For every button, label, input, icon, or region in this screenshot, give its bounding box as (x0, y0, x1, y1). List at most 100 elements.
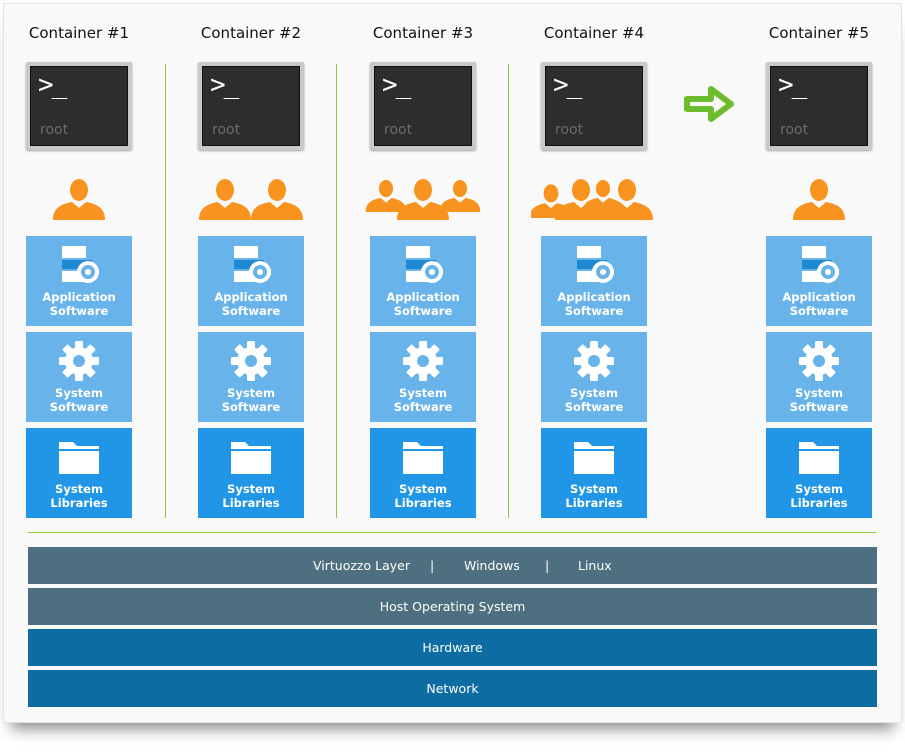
user-icon (397, 179, 449, 220)
tile-label-2: Software (564, 400, 624, 414)
container-title: Container #5 (768, 24, 870, 42)
tile-label-1: System (570, 386, 618, 400)
terminal-root-label: root (384, 122, 413, 138)
terminal-root-label: root (555, 122, 584, 138)
user-icon (365, 180, 407, 212)
users-icon (53, 179, 105, 220)
tile-label-2: Libraries (50, 496, 108, 510)
user-icon (251, 179, 303, 220)
folder-icon (403, 442, 443, 474)
tile-label-1: System (227, 386, 275, 400)
tile-label-2: Libraries (790, 496, 848, 510)
container-title: Container #2 (200, 24, 302, 42)
software-disc-icon (62, 246, 99, 283)
gear-icon (799, 341, 839, 381)
terminal-icon: >_ root (198, 62, 304, 150)
tile-label-1: System (399, 386, 447, 400)
user-icon (53, 179, 105, 220)
terminal-prompt: >_ (382, 70, 411, 100)
tile-label-2: Software (221, 400, 281, 414)
tile-label-2: Software (789, 304, 849, 318)
tile-label-2: Libraries (222, 496, 280, 510)
user-icon (601, 179, 653, 220)
gear-icon (59, 341, 99, 381)
column-divider (165, 64, 166, 518)
tile-label-1: Application (782, 290, 856, 304)
tile-label-2: Software (49, 400, 109, 414)
tile-label-1: Application (42, 290, 116, 304)
software-disc-icon (577, 246, 614, 283)
layer-divider (28, 532, 876, 533)
terminal-icon: >_ root (370, 62, 476, 150)
tile-label-1: Application (214, 290, 288, 304)
terminal-prompt: >_ (778, 70, 807, 100)
virtuozzo-layer-bar: Virtuozzo Layer | Windows | Linux (28, 547, 877, 584)
users-icon (531, 179, 653, 220)
user-icon (793, 179, 845, 220)
user-icon (439, 180, 481, 212)
terminal-root-label: root (212, 122, 241, 138)
software-disc-icon (406, 246, 443, 283)
tile-label-2: Libraries (565, 496, 623, 510)
tile-label-2: Software (393, 400, 453, 414)
users-icon (365, 179, 481, 220)
virtuozzo-layer-label: Virtuozzo Layer (313, 558, 410, 573)
tile-label-2: Software (221, 304, 281, 318)
tile-label-1: System (55, 386, 103, 400)
terminal-icon: >_ root (26, 62, 132, 150)
network-bar: Network (28, 670, 877, 707)
users-icon (199, 179, 303, 220)
tile-label-2: Libraries (394, 496, 452, 510)
tile-label-2: Software (393, 304, 453, 318)
tile-label-1: System (227, 482, 275, 496)
gear-icon (231, 341, 271, 381)
hardware-bar: Hardware (28, 629, 877, 666)
container-title: Container #1 (28, 24, 130, 42)
gear-icon (574, 341, 614, 381)
tile-label-1: System (795, 386, 843, 400)
tile-label-2: Software (564, 304, 624, 318)
tile-label-1: Application (557, 290, 631, 304)
terminal-prompt: >_ (210, 70, 239, 100)
terminal-icon: >_ root (541, 62, 647, 150)
software-disc-icon (802, 246, 839, 283)
windows-label: Windows (464, 558, 520, 573)
user-icon (199, 179, 251, 220)
arrow-right-icon (684, 86, 734, 122)
tile-label-1: System (55, 482, 103, 496)
folder-icon (574, 442, 614, 474)
folder-icon (59, 442, 99, 474)
tile-label-1: Application (386, 290, 460, 304)
gear-icon (403, 341, 443, 381)
container-title: Container #3 (372, 24, 474, 42)
column-divider (336, 64, 337, 518)
linux-label: Linux (578, 558, 612, 573)
host-os-bar: Host Operating System (28, 588, 877, 625)
folder-icon (799, 442, 839, 474)
container-title: Container #4 (543, 24, 645, 42)
users-icon (793, 179, 845, 220)
tile-label-1: System (570, 482, 618, 496)
tile-label-2: Software (49, 304, 109, 318)
terminal-prompt: >_ (553, 70, 582, 100)
software-disc-icon (234, 246, 271, 283)
column-divider (508, 64, 509, 518)
folder-icon (231, 442, 271, 474)
layer-separator: | (430, 558, 435, 573)
terminal-prompt: >_ (38, 70, 67, 100)
tile-label-2: Software (789, 400, 849, 414)
layer-separator: | (545, 558, 550, 573)
